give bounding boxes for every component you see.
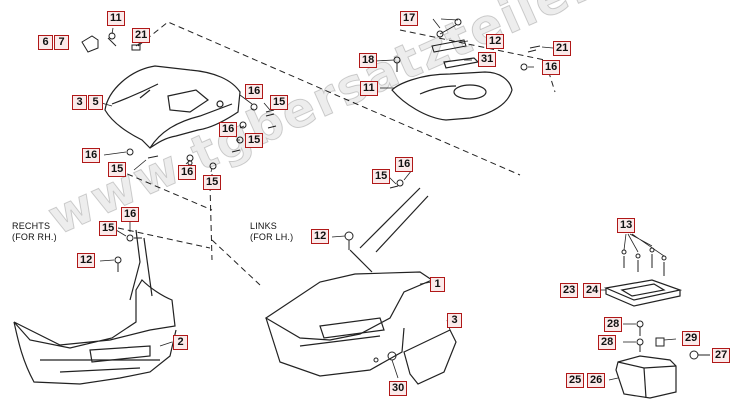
box-fasteners — [636, 320, 710, 360]
callout-28: 28 — [604, 317, 623, 332]
callout-15: 15 — [372, 169, 391, 184]
callout-16: 16 — [178, 165, 197, 180]
right-floor-panel — [13, 229, 177, 385]
callout-24: 24 — [583, 283, 602, 298]
callout-31: 31 — [478, 52, 497, 67]
tool-box-part — [615, 355, 677, 399]
callout-21: 21 — [553, 41, 572, 56]
front-cover-part — [104, 65, 241, 149]
callout-6: 5 — [88, 95, 103, 110]
callout-7: 6 — [38, 35, 53, 50]
callout-12: 12 — [77, 253, 96, 268]
bracket-part — [81, 32, 141, 53]
callout-1: 1 — [430, 277, 445, 292]
callout-10: 11 — [360, 81, 378, 96]
callout-23: 23 — [560, 283, 579, 298]
left-side-label: LINKS (FOR LH.) — [250, 221, 294, 242]
callout-2: 2 — [173, 335, 188, 350]
fastener-group-left — [126, 103, 277, 182]
callout-16: 16 — [121, 207, 140, 222]
callout-28: 28 — [598, 335, 617, 350]
callout-11: 12 — [486, 34, 505, 49]
box-screws — [621, 247, 667, 276]
callout-16: 16 — [82, 148, 101, 163]
callout-16: 16 — [219, 122, 238, 137]
callout-8: 7 — [54, 35, 69, 50]
callout-29: 29 — [682, 331, 701, 346]
right-side-label: RECHTS (FOR RH.) — [12, 221, 57, 242]
callout-15: 15 — [99, 221, 118, 236]
callout-16: 16 — [542, 60, 561, 75]
callout-9: 11 — [107, 11, 125, 26]
callout-18: 18 — [359, 53, 378, 68]
callout-19: 21 — [132, 28, 151, 43]
callout-15: 15 — [108, 162, 127, 177]
callout-15: 15 — [270, 95, 289, 110]
callout-26: 26 — [587, 373, 606, 388]
rear-cover-part — [391, 57, 513, 121]
callout-15: 15 — [203, 175, 222, 190]
callout-16: 16 — [395, 157, 414, 172]
callout-16: 16 — [245, 84, 264, 99]
callout-5: 3 — [72, 95, 87, 110]
callout-30: 30 — [389, 381, 408, 396]
callout-27: 27 — [712, 348, 731, 363]
callout-17: 17 — [400, 11, 419, 26]
callout-13: 13 — [617, 218, 636, 233]
box-lid-part — [603, 279, 683, 307]
callout-3: 3 — [447, 313, 462, 328]
left-floor-panel — [264, 187, 434, 377]
callout-12: 12 — [311, 229, 330, 244]
mud-flap-part — [403, 329, 457, 385]
fastener-group-right — [114, 234, 142, 272]
callout-15: 15 — [245, 133, 264, 148]
callout-25: 25 — [566, 373, 585, 388]
